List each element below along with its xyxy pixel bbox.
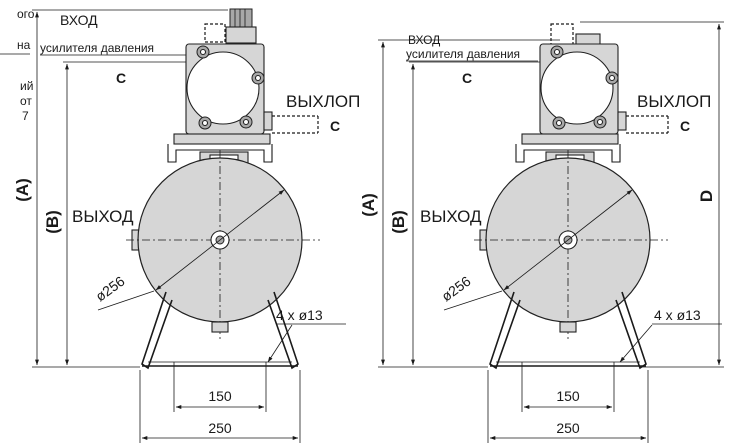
dim-a-label: (A): [13, 178, 32, 202]
outlet-label-right: ВЫХОД: [420, 207, 482, 226]
inlet-label: ВХОД: [60, 12, 98, 28]
exhaust-port: [272, 115, 319, 134]
dim-150-label-right: 150: [556, 388, 580, 404]
exhaust-label: ВЫХЛОП: [286, 92, 360, 111]
dim-b-label: (B): [43, 210, 62, 234]
dim-d-label: D: [697, 190, 716, 202]
inlet-port-label-right: C: [462, 70, 472, 86]
dim-a-line: [32, 9, 228, 368]
holes-label: 4 x ø13: [276, 307, 323, 323]
diameter-label: ø256: [92, 273, 127, 305]
inlet-label-right: ВХОД: [408, 33, 440, 47]
exhaust-label-right: ВЫХЛОП: [637, 92, 711, 111]
side-note-line-3: ий: [20, 79, 33, 93]
exhaust-port-label-right: C: [680, 118, 690, 134]
inlet-sub-label: усилителя давления: [40, 41, 154, 55]
diameter-arrow: [155, 189, 285, 291]
dim-150-label: 150: [208, 388, 232, 404]
dim-b-line-right: [409, 61, 540, 366]
drain-plug-right: [559, 321, 577, 333]
outlet-label: ВЫХОД: [72, 207, 134, 226]
side-note-line-5: 7: [22, 109, 29, 123]
dim-250-label-right: 250: [556, 420, 580, 436]
drain-plug: [211, 321, 229, 333]
side-note-line-2: на: [17, 38, 31, 52]
left-view: (A) (B) ВХОД усилителя давления C: [13, 8, 360, 443]
inlet-port-dashed: [204, 23, 226, 43]
booster-body: [185, 43, 273, 135]
right-view: (A) (B) D ВХОД усилителя давления C: [359, 21, 724, 443]
dim-a-label-right: (A): [359, 193, 378, 217]
side-note-line-1: ого: [17, 7, 35, 21]
dim-a-line-right: [378, 39, 560, 368]
exhaust-port-right: [626, 115, 669, 134]
inlet-port-label: C: [116, 70, 126, 86]
dim-b-line: [63, 61, 190, 366]
dim-d-line: [580, 21, 724, 368]
side-note: ого на ий от 7: [0, 7, 35, 123]
diameter-arrow-right: [503, 189, 633, 291]
exhaust-port-label: C: [330, 118, 340, 134]
diameter-label-right: ø256: [438, 273, 473, 305]
side-note-line-4: от: [20, 94, 32, 108]
dim-250-label: 250: [208, 420, 232, 436]
dim-b-label-right: (B): [389, 210, 408, 234]
holes-label-right: 4 x ø13: [654, 307, 701, 323]
inlet-sub-label-right: усилителя давления: [406, 47, 520, 61]
stand-legs-right: [489, 291, 647, 370]
booster-body-right: [539, 43, 627, 135]
top-fitting: [204, 8, 257, 44]
